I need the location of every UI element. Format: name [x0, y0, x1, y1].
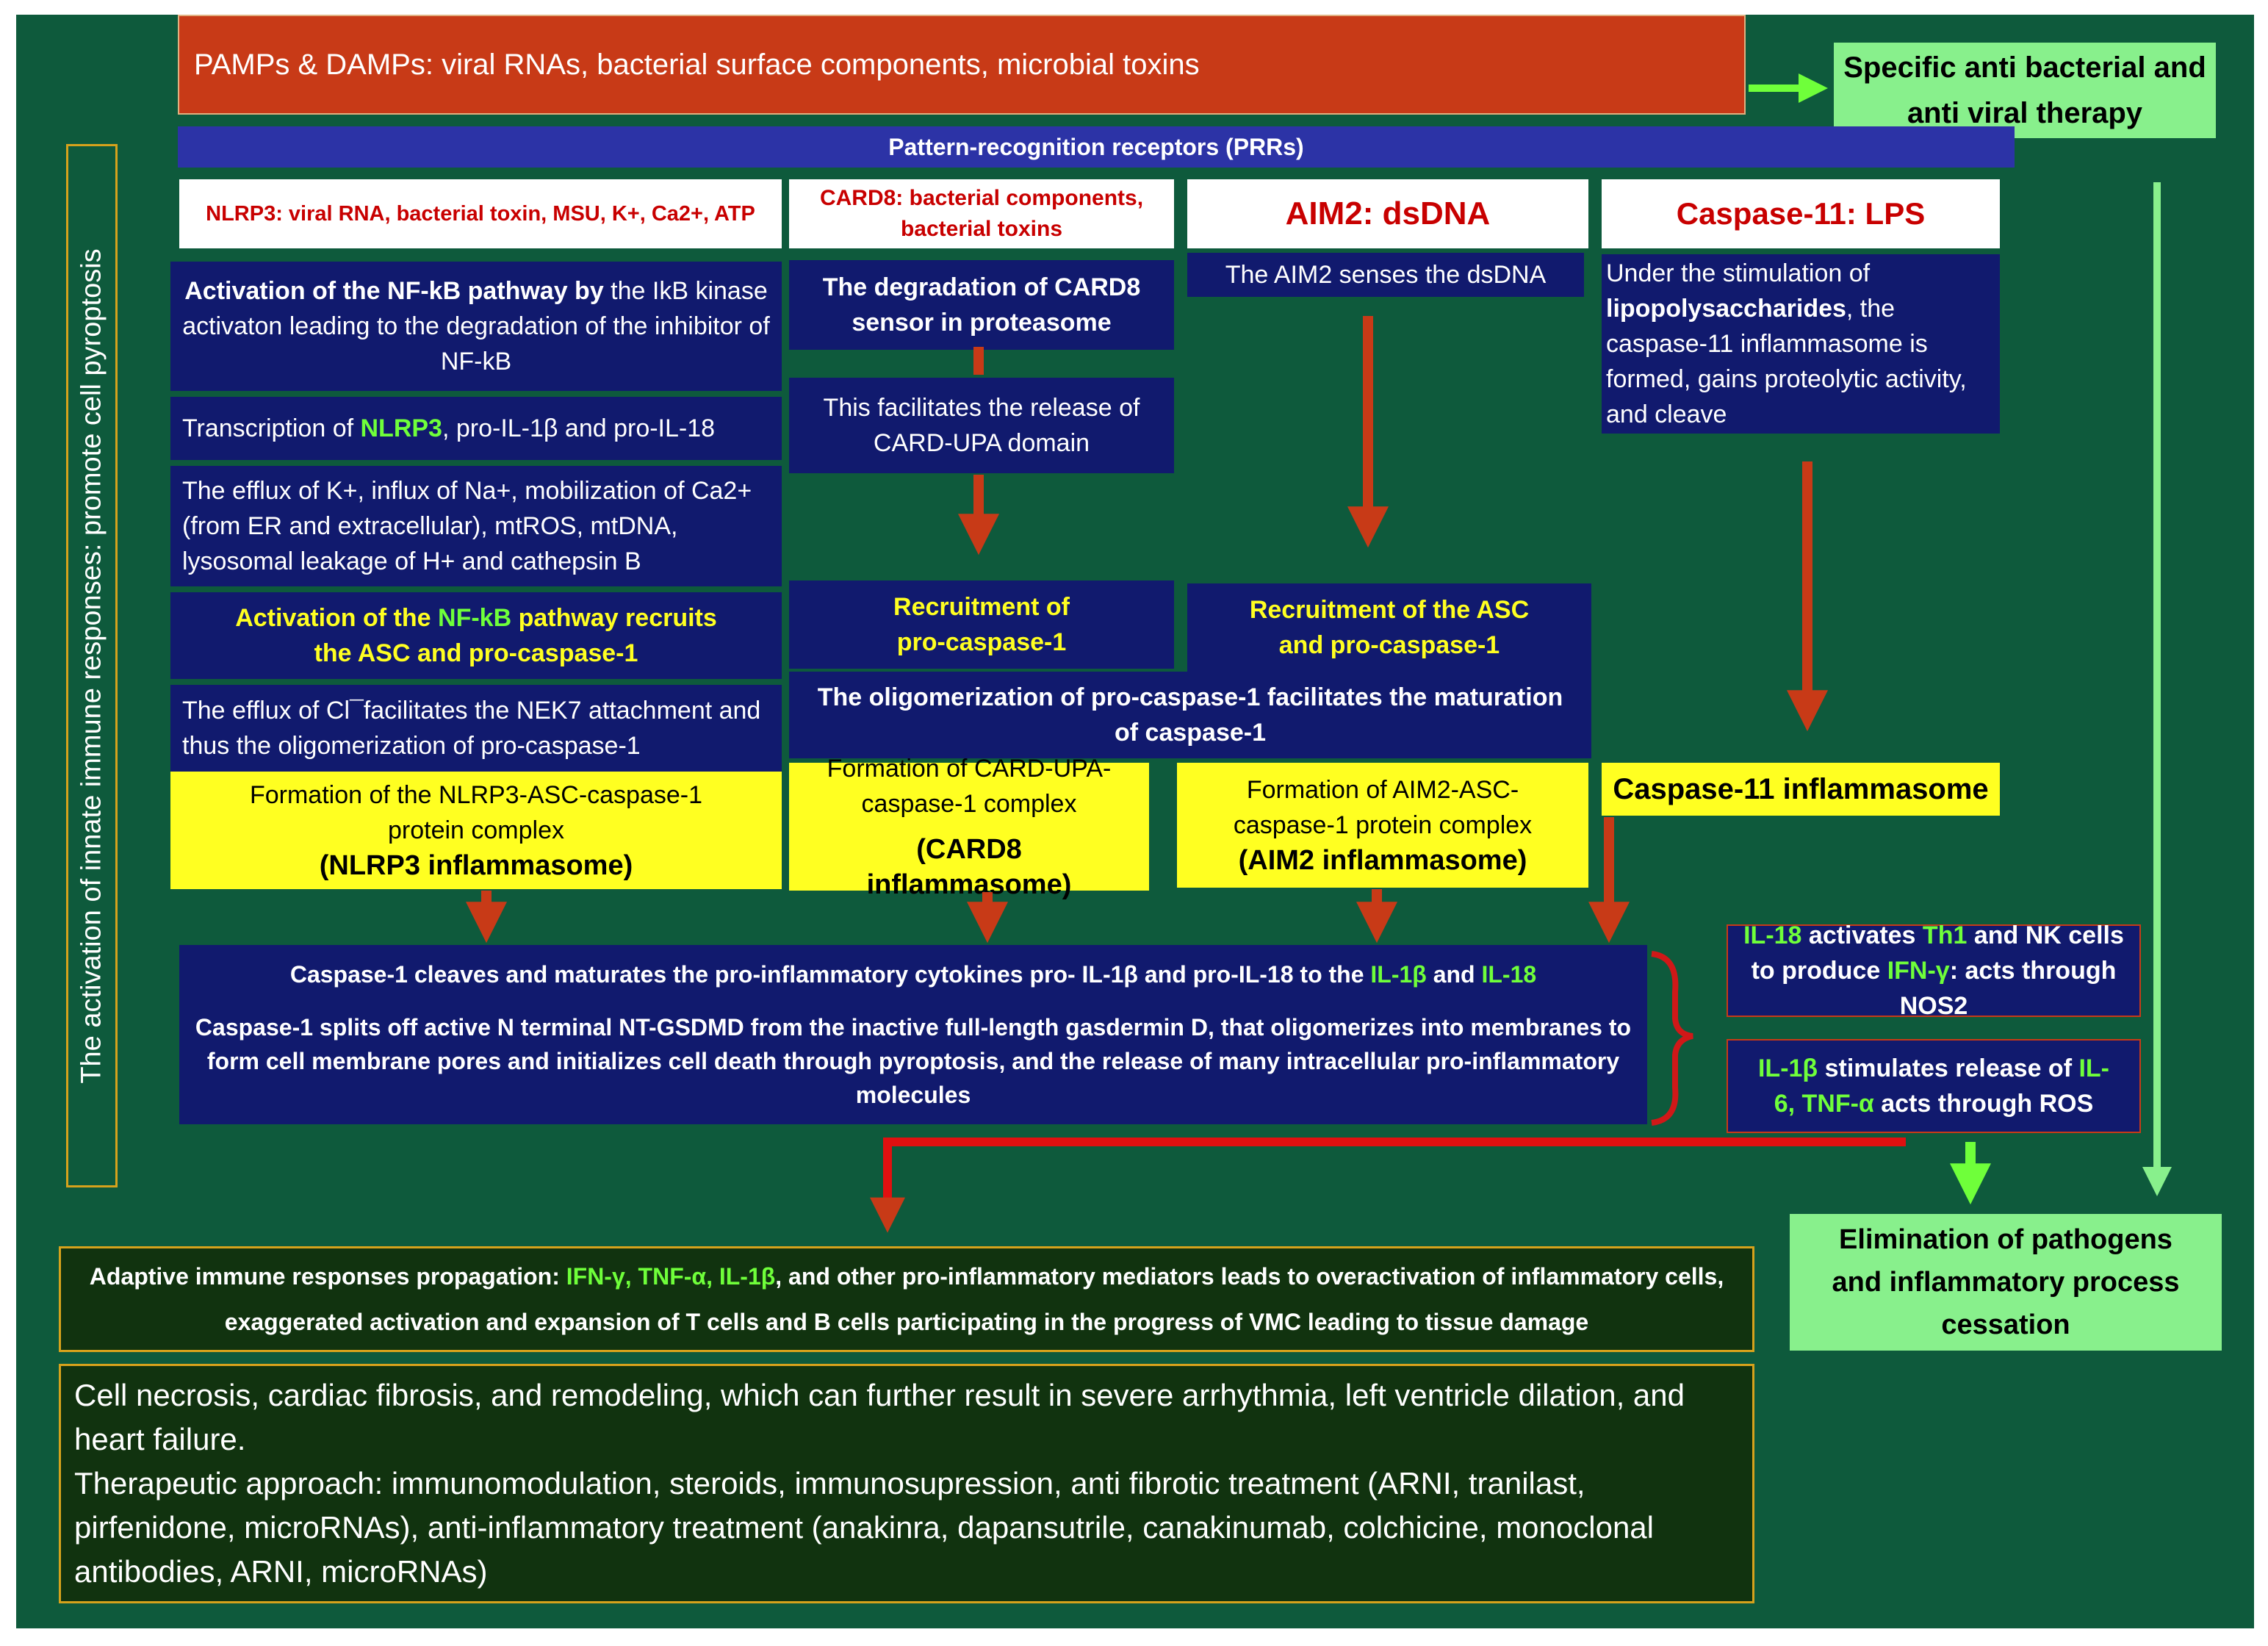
nlrp3-header-text: NLRP3: viral RNA, bacterial toxin, MSU, …	[206, 201, 755, 226]
therapy-line-2: anti viral therapy	[1907, 97, 2143, 129]
caspase1-cleavage-box: Caspase-1 cleaves and maturates the pro-…	[179, 945, 1647, 1124]
aim2-result-name: (AIM2 inflammasome)	[1238, 845, 1527, 876]
nlrp3-step5-text: The efflux of Cl¯facilitates the NEK7 at…	[182, 697, 761, 760]
il18-t3: : acts through NOS2	[1899, 957, 2117, 1020]
aim2-inflammasome-box: Formation of AIM2-ASC-caspase-1 protein …	[1177, 763, 1588, 888]
pamps-damps-text: PAMPs & DAMPs: viral RNAs, bacterial sur…	[194, 48, 1200, 81]
nlrp3-step-chloride: The efflux of Cl¯facilitates the NEK7 at…	[170, 685, 782, 772]
nlrp3-step3-text: The efflux of K+, influx of Na+, mobiliz…	[182, 477, 752, 575]
nlrp3-header: NLRP3: viral RNA, bacterial toxin, MSU, …	[179, 179, 782, 248]
nlrp3-step-nfkb: Activation of the NF-kB pathway by the I…	[170, 262, 782, 391]
diagram-canvas: PAMPs & DAMPs: viral RNAs, bacterial sur…	[16, 15, 2254, 1628]
nlrp3-step1-bold: Activation of the NF-kB pathway by	[184, 277, 604, 305]
aim2-step-senses: The AIM2 senses the dsDNA	[1187, 253, 1584, 297]
nlrp3-step-ion-flux: The efflux of K+, influx of Na+, mobiliz…	[170, 466, 782, 586]
adaptive-post: , and other pro-inflammatory mediators l…	[224, 1263, 1724, 1335]
aim2-step-recruitment: Recruitment of the ASC and pro-caspase-1	[1187, 583, 1591, 672]
nlrp3-step2-post: , pro-IL-1β and pro-IL-18	[442, 414, 716, 442]
il18-effect-box: IL-18 activates Th1 and NK cells to prod…	[1727, 921, 2141, 1020]
adaptive-pre: Adaptive immune responses propagation:	[89, 1263, 566, 1290]
il18-t2: and NK cells to produce	[1751, 921, 2124, 985]
card8-inflammasome-box: Formation of CARD-UPA-caspase-1 complex …	[789, 755, 1149, 900]
aim2-header: AIM2: dsDNA	[1187, 179, 1588, 248]
pamps-damps-banner: PAMPs & DAMPs: viral RNAs, bacterial sur…	[178, 15, 1746, 115]
caspase11-header: Caspase-11: LPS	[1602, 179, 2000, 248]
caspase1-il18: IL-18	[1481, 961, 1537, 988]
caspase1-para2: Caspase-1 splits off active N terminal N…	[195, 1014, 1632, 1108]
caspase11-header-text: Caspase-11: LPS	[1676, 196, 1926, 231]
bracket-caspase1	[1651, 951, 1693, 1126]
arrow-layer	[466, 73, 2172, 1233]
nlrp3-step-transcription: Transcription of NLRP3, pro-IL-1β and pr…	[170, 397, 782, 460]
aim2-step2-text: Recruitment of the ASC and pro-caspase-1	[1249, 596, 1530, 659]
caspase11-step-lps: Under the stimulation of lipopolysacchar…	[1602, 254, 2000, 434]
aim2-step1-text: The AIM2 senses the dsDNA	[1225, 261, 1547, 289]
side-label-box: The activation of innate immune response…	[66, 144, 118, 1187]
il1b-label: IL-1β	[1757, 1054, 1818, 1082]
caspase11-inflammasome-box: Caspase-11 inflammasome	[1602, 763, 2000, 816]
caspase11-result: Caspase-11 inflammasome	[1613, 772, 1989, 805]
nlrp3-inflammasome-box: Formation of the NLRP3-ASC-caspase-1 pro…	[170, 772, 782, 889]
card8-step-degradation: The degradation of CARD8 sensor in prote…	[789, 260, 1174, 350]
caspase11-step1-pre: Under the stimulation of	[1606, 259, 1871, 287]
il1b-t2: acts through ROS	[1873, 1090, 2094, 1118]
caspase11-step1-post: , the caspase-11 inflammasome is formed,…	[1606, 295, 1967, 428]
elimination-box: Elimination of pathogens and inflammator…	[1790, 1214, 2222, 1351]
aim2-header-text: AIM2: dsDNA	[1285, 195, 1491, 231]
consequences-line1: Cell necrosis, cardiac fibrosis, and rem…	[74, 1378, 1685, 1456]
nlrp3-result-line: Formation of the NLRP3-ASC-caspase-1 pro…	[249, 781, 703, 844]
il18-t1: activates	[1801, 921, 1923, 949]
il6-tnf-label: IL-6, TNF-α	[1774, 1054, 2110, 1118]
il1b-effect-box: IL-1β stimulates release of IL-6, TNF-α …	[1727, 1039, 2141, 1133]
card8-step2-text: This facilitates the release of CARD-UPA…	[823, 394, 1140, 457]
nlrp3-step2-green: NLRP3	[360, 414, 442, 442]
nlrp3-step4-green: NF-kB	[438, 604, 512, 632]
specific-therapy-box: Specific anti bacterial and anti viral t…	[1834, 43, 2216, 138]
oligomerization-text: The oligomerization of pro-caspase-1 fac…	[817, 683, 1563, 747]
arrow-to-adaptive	[870, 1138, 1906, 1233]
card8-step-release: This facilitates the release of CARD-UPA…	[789, 378, 1174, 473]
nlrp3-step-asc: Activation of the NF-kB pathway recruits…	[170, 592, 782, 679]
consequences-line2: Therapeutic approach: immunomodulation, …	[74, 1466, 1654, 1589]
card8-step3-text: Recruitment of pro-caspase-1	[893, 593, 1070, 656]
caspase1-il1b: IL-1β	[1370, 961, 1427, 988]
card8-header-text: CARD8: bacterial components, bacterial t…	[819, 186, 1144, 241]
card8-step1-text: The degradation of CARD8 sensor in prote…	[822, 273, 1141, 337]
ifn-gamma-label: IFN-γ	[1887, 957, 1950, 985]
nlrp3-result-name: (NLRP3 inflammasome)	[319, 850, 633, 881]
consequences-box: Cell necrosis, cardiac fibrosis, and rem…	[59, 1364, 1754, 1603]
card8-result-line: Formation of CARD-UPA-caspase-1 complex	[827, 755, 1112, 818]
therapy-line-1: Specific anti bacterial and	[1843, 51, 2206, 84]
nlrp3-step4-post: pathway recruits the ASC and pro-caspase…	[314, 604, 717, 667]
adaptive-immune-box: Adaptive immune responses propagation: I…	[59, 1246, 1754, 1352]
oligomerization-box: The oligomerization of pro-caspase-1 fac…	[789, 672, 1591, 758]
th1-label: Th1	[1922, 921, 1968, 949]
prr-bar: Pattern-recognition receptors (PRRs)	[178, 126, 2015, 168]
aim2-result-line: Formation of AIM2-ASC-caspase-1 protein …	[1233, 776, 1533, 839]
caspase1-para1-pre: Caspase-1 cleaves and maturates the pro-…	[289, 961, 1371, 988]
nlrp3-step2-pre: Transcription of	[182, 414, 361, 442]
prr-label: Pattern-recognition receptors (PRRs)	[888, 133, 1304, 160]
card8-step-recruitment: Recruitment of pro-caspase-1	[789, 581, 1174, 669]
nlrp3-step1-text: the IkB kinase activaton leading to the …	[182, 277, 770, 375]
elimination-text: Elimination of pathogens and inflammator…	[1832, 1224, 2180, 1340]
nlrp3-step4-pre: Activation of the	[235, 604, 439, 632]
il18-label: IL-18	[1743, 921, 1802, 949]
caspase11-step1-bold: lipopolysaccharides	[1606, 295, 1846, 323]
card8-result-name: (CARD8 inflammasome)	[866, 834, 1072, 900]
card8-header: CARD8: bacterial components, bacterial t…	[789, 179, 1174, 248]
caspase1-para1-and: and	[1426, 961, 1482, 988]
il1b-t1: stimulates release of	[1818, 1054, 2079, 1082]
adaptive-cytokines: IFN-γ, TNF-α, IL-1β	[566, 1263, 776, 1290]
